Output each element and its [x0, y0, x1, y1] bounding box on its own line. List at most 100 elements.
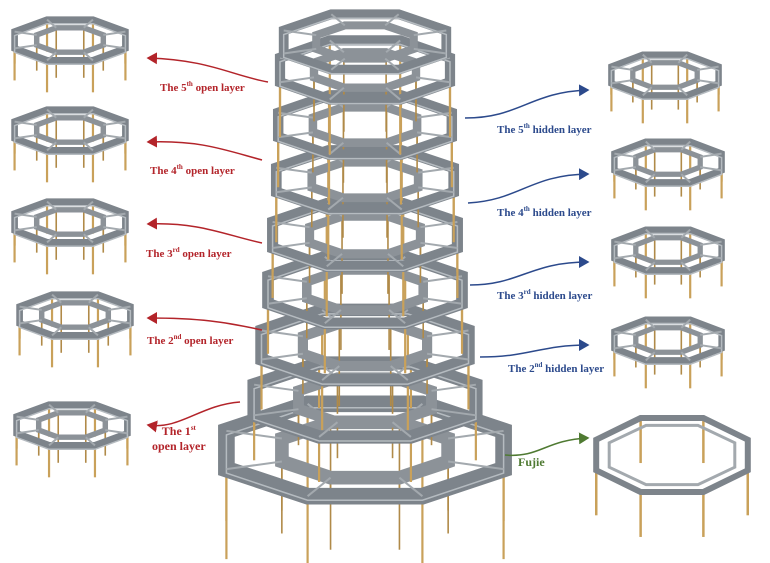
radial-beam: [416, 131, 452, 139]
outer-beam-ring-lower: [282, 17, 448, 75]
radial-beam: [699, 152, 722, 158]
radial-beam: [14, 30, 37, 36]
radial-beam: [103, 120, 126, 126]
radial-beam: [276, 166, 312, 174]
outer-beam-ring-lower: [271, 206, 459, 272]
outer-beam-ring-lower: [610, 57, 720, 101]
radial-beam: [645, 261, 656, 272]
radial-beam: [645, 173, 656, 184]
radial-beam: [680, 318, 691, 329]
inner-beam-ring: [293, 372, 437, 428]
radial-beam: [426, 352, 469, 361]
radial-beam: [431, 408, 477, 417]
radial-beam: [46, 141, 57, 152]
outer-beam-ring: [593, 415, 751, 495]
radial-beam: [108, 305, 131, 311]
radial-beam: [83, 51, 94, 62]
inner-beam-ring: [307, 157, 423, 203]
radial-beam: [46, 108, 57, 119]
arrow-fujie: [504, 432, 590, 457]
radial-beam: [48, 403, 59, 414]
radial-beam: [699, 344, 722, 350]
radial-beam: [385, 86, 401, 101]
radial-beam: [318, 421, 339, 438]
label-hidden-layer-5: The 5th hidden layer: [497, 122, 592, 137]
radial-beam: [83, 141, 94, 152]
hidden-layer-thumbnail-2: [611, 316, 725, 389]
radial-beam: [384, 13, 400, 27]
radial-beam: [46, 18, 57, 29]
open-layer-thumbnail-1: [13, 401, 131, 478]
radial-beam: [413, 47, 447, 55]
open-layer-thumbnail-4: [11, 106, 129, 183]
radial-beam: [88, 293, 99, 304]
radial-beam: [388, 309, 406, 325]
radial-beam: [642, 53, 653, 64]
radial-beam: [642, 86, 653, 97]
tower-level-6: [272, 90, 458, 205]
open-layer-thumbnail-3: [11, 198, 129, 275]
radial-beam: [614, 152, 637, 158]
radial-beam: [272, 220, 310, 229]
outer-beam-ring: [611, 316, 725, 364]
radial-beam: [386, 196, 403, 211]
radial-beam: [19, 319, 42, 325]
radial-beam: [385, 39, 401, 54]
radial-beam: [261, 352, 304, 361]
callout-arrows: [146, 52, 590, 457]
outer-beam-ring: [270, 145, 460, 215]
radial-beam: [85, 403, 96, 414]
arrow-open-layer-2: [146, 312, 263, 331]
radial-beam: [398, 476, 424, 497]
radial-beam: [19, 305, 42, 311]
radial-beam: [88, 326, 99, 337]
outer-beam-ring-lower: [253, 366, 477, 442]
radial-beam: [267, 275, 307, 283]
tower-level-3: [262, 250, 468, 374]
radial-beam: [385, 141, 402, 156]
radial-beam: [423, 275, 463, 283]
hidden-layer-thumbnail-5: [608, 51, 722, 124]
arrow-hidden-layer-3: [469, 256, 590, 286]
label-hidden-layer-4: The 4th hidden layer: [497, 205, 592, 220]
arrow-hidden-layer-4: [467, 168, 590, 204]
label-open-layer-2: The 2nd open layer: [147, 333, 234, 348]
inner-beam-ring: [308, 103, 422, 147]
radial-beam: [103, 30, 126, 36]
radial-beam: [645, 228, 656, 239]
outer-beam-ring-lower: [267, 259, 463, 329]
radial-beam: [327, 196, 344, 211]
radial-beam: [384, 57, 400, 71]
radial-beam: [680, 351, 691, 362]
radial-beam: [645, 318, 656, 329]
radial-beam: [390, 365, 409, 381]
radial-beam: [420, 220, 458, 229]
outer-beam-ring: [611, 138, 725, 186]
outer-beam-ring-lower: [18, 297, 132, 341]
radial-beam: [83, 108, 94, 119]
outer-beam-ring: [267, 198, 463, 272]
radial-beam: [614, 166, 637, 172]
radial-beam: [14, 226, 37, 232]
label-open-layer-4: The 4th open layer: [150, 163, 235, 178]
inner-beam-ring: [607, 423, 737, 487]
radial-beam: [420, 241, 458, 250]
radial-beam: [324, 309, 342, 325]
arrow-open-layer-3: [146, 217, 263, 244]
outer-beam-ring-lower: [260, 313, 470, 385]
radial-beam: [614, 344, 637, 350]
outer-beam-ring-lower: [13, 22, 127, 66]
radial-beam: [14, 134, 37, 140]
radial-beam: [46, 233, 57, 244]
radial-beam: [226, 460, 282, 471]
radial-beam: [321, 365, 340, 381]
radial-beam: [328, 141, 345, 156]
radial-beam: [391, 421, 412, 438]
radial-beam: [677, 86, 688, 97]
outer-beam-ring-lower: [613, 322, 723, 366]
label-hidden-layer-3: The 3rd hidden layer: [497, 288, 593, 303]
open-layer-thumbnail-2: [16, 291, 134, 368]
inner-beam-ring: [305, 211, 425, 259]
